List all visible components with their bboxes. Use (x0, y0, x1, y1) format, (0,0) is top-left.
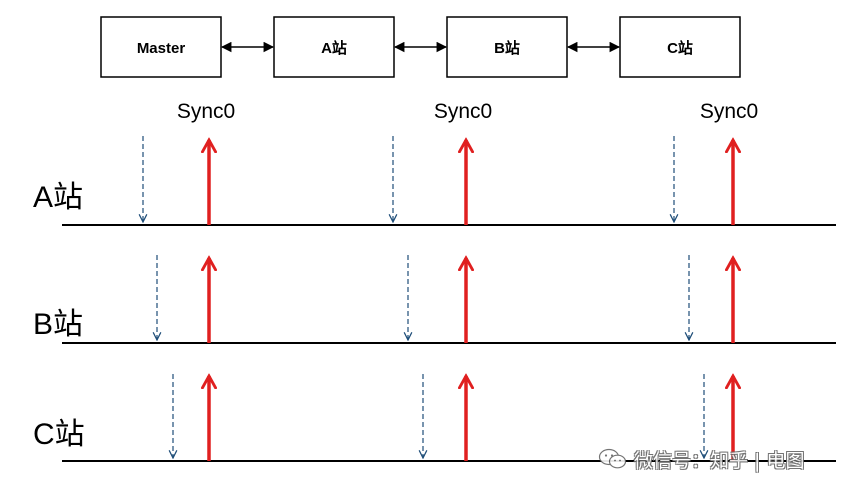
master-node-label: Master (137, 40, 186, 57)
sync-label-3: Sync0 (700, 100, 758, 123)
b-node-label: B站 (494, 39, 520, 57)
row-c-label: C站 (33, 418, 85, 451)
b-node-box (446, 16, 568, 78)
node-chain: Master A站 B站 C站 (100, 16, 741, 78)
master-node-box (100, 16, 222, 78)
row-c: C站 (33, 374, 836, 462)
sync-label-2: Sync0 (434, 100, 492, 123)
wechat-icon (598, 448, 627, 469)
row-a: A站 (33, 136, 836, 226)
a-node-label: A站 (321, 39, 347, 57)
row-b: B站 (33, 255, 836, 344)
c-node-label: C站 (667, 39, 693, 57)
watermark: 微信号：知乎 | 电图 (598, 444, 804, 474)
row-b-label: B站 (33, 308, 83, 341)
sync-label-1: Sync0 (177, 100, 235, 123)
a-node-box (273, 16, 395, 78)
c-node-box (619, 16, 741, 78)
row-a-label: A站 (33, 181, 83, 214)
watermark-text: 微信号：知乎 | 电图 (634, 449, 805, 472)
sync-labels: Sync0 Sync0 Sync0 (177, 100, 758, 123)
